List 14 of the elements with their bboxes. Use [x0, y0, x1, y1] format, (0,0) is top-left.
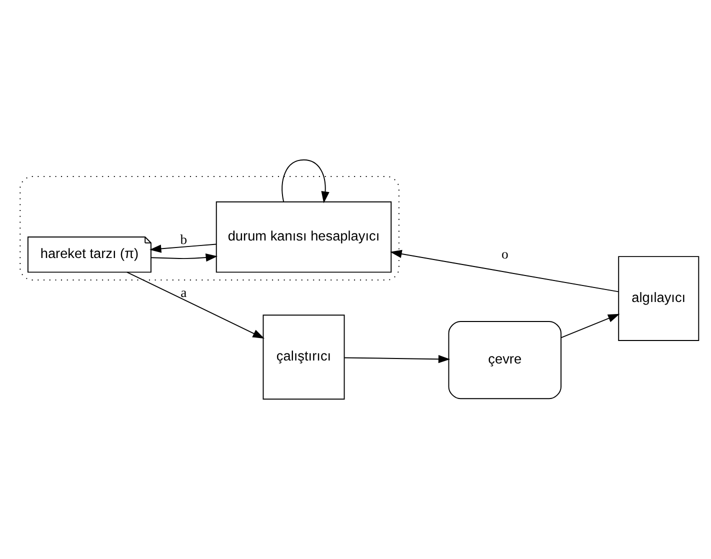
arrow [560, 314, 620, 338]
node-box: çevre [448, 321, 562, 400]
cluster [20, 176, 400, 280]
node-box: çalıştırıcı [262, 314, 345, 400]
node-box: durum kanısı hesaplayıcı [216, 201, 392, 273]
node-box: algılayıcı [618, 256, 700, 341]
edge-label: b [180, 232, 188, 248]
arrow [390, 250, 619, 292]
arrow [344, 354, 450, 364]
edge-label: a [180, 284, 187, 300]
edge-label: o [501, 246, 508, 262]
arrow [150, 244, 216, 253]
arrow [282, 159, 330, 204]
arrow [150, 253, 218, 262]
